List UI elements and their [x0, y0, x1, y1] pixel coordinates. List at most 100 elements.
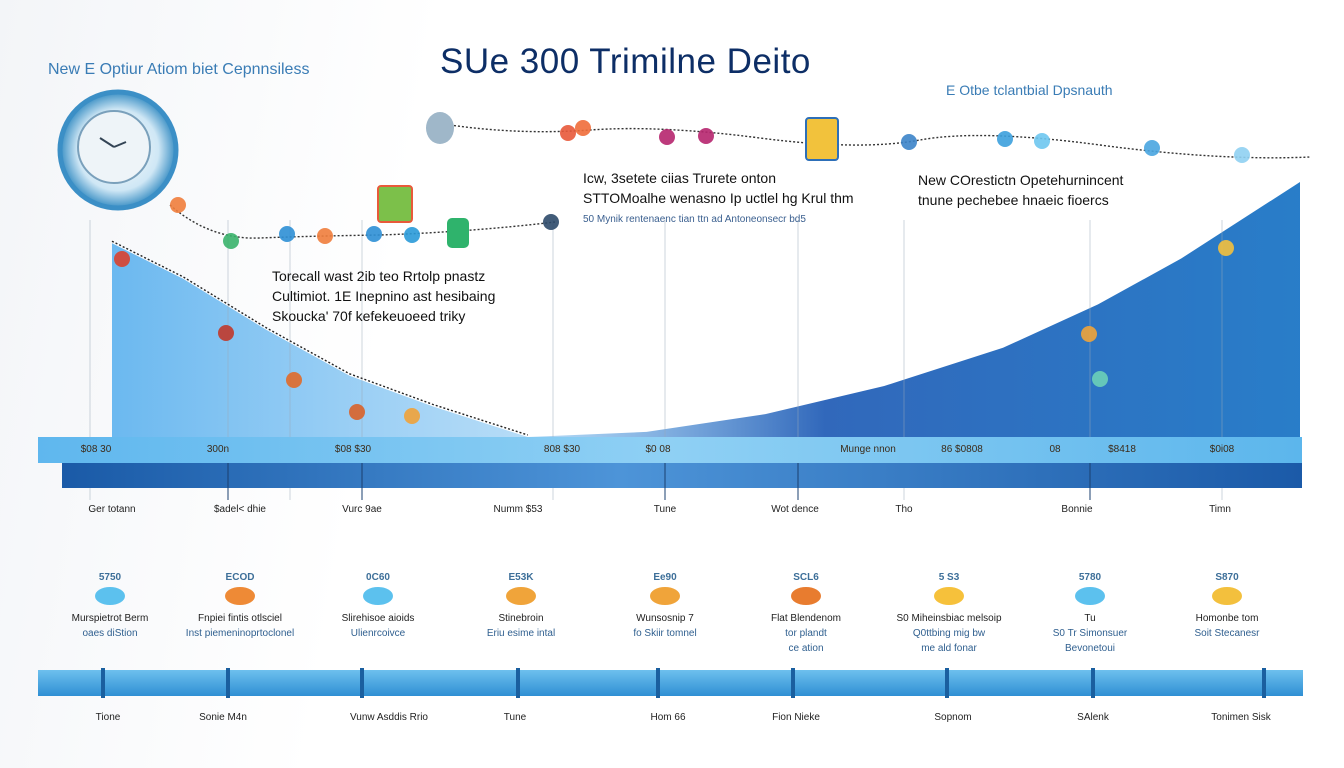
- bottom-bar-tick: [360, 668, 364, 698]
- data-marker: [366, 226, 382, 242]
- bottom-bar-tick: [226, 668, 230, 698]
- axis-band-light: [38, 437, 1302, 463]
- milestone-text: ce ation: [788, 643, 824, 654]
- annotation-line: Cultimiot. 1E Inepnino ast hesibaing: [272, 288, 496, 304]
- bottom-timeline-label: SAlenk: [1077, 712, 1109, 723]
- bottom-bar-tick: [516, 668, 520, 698]
- data-marker: [404, 408, 420, 424]
- data-marker: [223, 233, 239, 249]
- milestone-value: SCL6: [793, 572, 819, 583]
- milestone-value: E53K: [508, 572, 534, 583]
- bubble-icon: [426, 112, 454, 144]
- bottom-timeline-label: Vunw Asddis Rrio: [350, 712, 428, 723]
- bottom-timeline-label: Hom 66: [650, 712, 686, 723]
- milestone-text: Wunsosnip 7: [636, 613, 694, 624]
- bottom-timeline-label: Tune: [503, 712, 527, 723]
- milestone-text: fo Skiir tomnel: [633, 628, 697, 639]
- milestone-text: oaes diStion: [82, 628, 138, 639]
- cube-icon: [447, 218, 469, 248]
- data-marker: [560, 125, 576, 141]
- bottom-bar-tick: [945, 668, 949, 698]
- top-right-label: E Otbe tclantbial Dpsnauth: [946, 82, 1113, 98]
- milestone-value: ECOD: [225, 572, 255, 583]
- x-tick-label: $0 08: [645, 444, 671, 455]
- x-tick-label: $08 $30: [334, 444, 372, 455]
- milestone-dot-icon: [791, 587, 821, 605]
- x-tick-label: Munge nnon: [840, 444, 896, 455]
- data-marker: [1092, 371, 1108, 387]
- milestone-text: Fnpiei fintis otlsciel: [198, 613, 282, 624]
- page-title: SUe 300 Trimilne Deito: [440, 42, 811, 81]
- data-marker: [218, 325, 234, 341]
- data-marker: [1218, 240, 1234, 256]
- x-tick-label: 808 $30: [543, 444, 581, 455]
- milestone-text: Eriu esime intal: [486, 628, 556, 639]
- milestone-dot-icon: [363, 587, 393, 605]
- x-tick-label: $8418: [1108, 444, 1136, 455]
- annotation-line: STTOMoalhe wenasno Ip uctlel hg Krul thm: [583, 190, 854, 206]
- bottom-bar-tick: [1091, 668, 1095, 698]
- data-marker: [279, 226, 295, 242]
- data-marker: [698, 128, 714, 144]
- annotation-left: Torecall wast 2ib teo Rrtolp pnastz Cult…: [272, 266, 495, 326]
- milestone-text: Ulienrcoivce: [350, 628, 406, 639]
- milestone-value: 5780: [1078, 572, 1102, 583]
- bottom-timeline-label: Sonie M4n: [199, 712, 247, 723]
- milestone-text: me ald fonar: [921, 643, 977, 654]
- bottom-timeline-label: Tione: [95, 712, 121, 723]
- data-marker: [901, 134, 917, 150]
- x-axis-label: Tune: [653, 504, 677, 515]
- annotation-right: New COrestictn Opetehurnincent tnune pec…: [918, 170, 1123, 210]
- milestone-text: Tu: [1084, 613, 1096, 624]
- data-marker: [404, 227, 420, 243]
- milestone-dot-icon: [95, 587, 125, 605]
- annotation-line: tnune pechebee hnaeic fioercs: [918, 192, 1109, 208]
- data-marker: [349, 404, 365, 420]
- milestone-text: Stinebroin: [498, 613, 544, 624]
- milestone-text: Flat Blendenom: [770, 613, 842, 624]
- clock-hand-icon: [99, 137, 115, 148]
- annotation-line: Torecall wast 2ib teo Rrtolp pnastz: [272, 268, 486, 284]
- milestone-text: Soit Stecanesr: [1194, 628, 1260, 639]
- milestone-dot-icon: [934, 587, 964, 605]
- milestone-text: Slirehisoe aioids: [341, 613, 415, 624]
- milestone-dot-icon: [506, 587, 536, 605]
- milestone-text: S0 Tr Simonsuer: [1052, 628, 1128, 639]
- x-axis-label: Numm $53: [493, 504, 543, 515]
- milestone-text: Q0ttbing mig bw: [912, 628, 986, 639]
- data-marker: [543, 214, 559, 230]
- data-marker: [1034, 133, 1050, 149]
- annotation-center: Icw, 3setete ciias Trurete onton STTOMoa…: [583, 168, 854, 230]
- x-axis-label: Ger totann: [88, 504, 136, 515]
- data-marker: [997, 131, 1013, 147]
- data-marker: [170, 197, 186, 213]
- data-marker: [317, 228, 333, 244]
- x-tick-label: 300n: [206, 444, 230, 455]
- annotation-line: Icw, 3setete ciias Trurete onton: [583, 170, 776, 186]
- data-marker: [1144, 140, 1160, 156]
- milestone-value: 5750: [98, 572, 122, 583]
- trend-line: [111, 240, 529, 436]
- x-axis-label: Timn: [1209, 504, 1231, 515]
- folder-chart-icon: [805, 117, 839, 161]
- x-tick-label: $08 30: [80, 444, 112, 455]
- milestone-dot-icon: [650, 587, 680, 605]
- x-tick-label: 08: [1049, 444, 1061, 455]
- milestone-value: 0C60: [366, 572, 390, 583]
- milestone-text: Murspietrot Berm: [71, 613, 149, 624]
- bottom-timeline-label: Fion Nieke: [772, 712, 820, 723]
- bottom-timeline-label: Tonimen Sisk: [1211, 712, 1271, 723]
- milestone-value: Ee90: [653, 572, 677, 583]
- bottom-timeline-label: Sopnom: [934, 712, 972, 723]
- annotation-line: New COrestictn Opetehurnincent: [918, 172, 1124, 188]
- x-axis-label: Wot dence: [771, 504, 819, 515]
- milestone-value: 5 S3: [938, 572, 960, 583]
